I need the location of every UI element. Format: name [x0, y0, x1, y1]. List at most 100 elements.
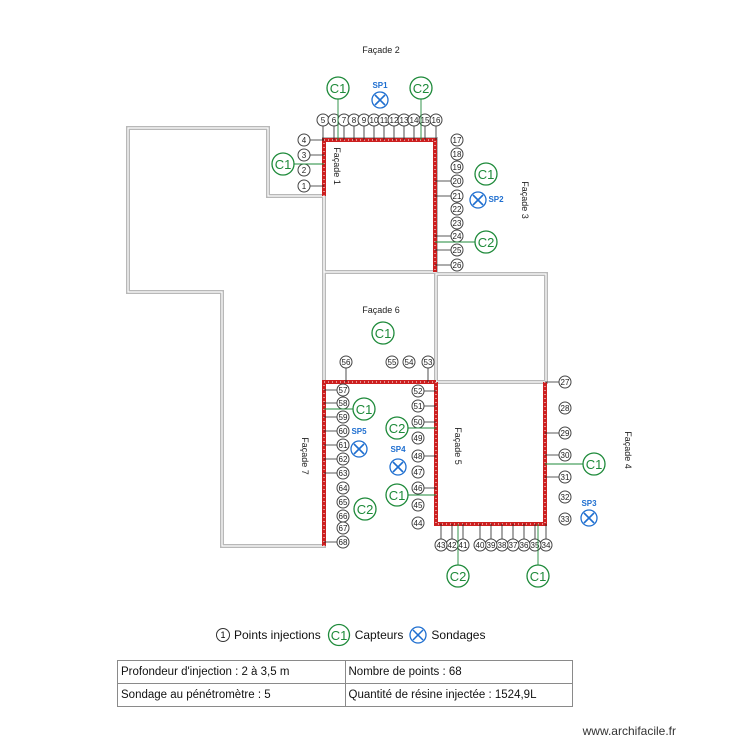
injection-point: 17 [450, 133, 464, 147]
sondage-sp1: SP1 [371, 81, 389, 109]
point-number: 5 [321, 116, 326, 125]
sondage-label: SP2 [488, 195, 504, 204]
sensor-circle [474, 230, 498, 254]
point-number: 10 [370, 116, 379, 125]
injection-point: 39 [484, 538, 498, 552]
building-walls [126, 126, 548, 548]
point-number: 11 [380, 116, 389, 125]
facade-6-label: Façade 6 [362, 305, 400, 315]
facade-3-label: Façade 3 [520, 181, 530, 219]
sensor-circle [352, 397, 376, 421]
sondage-label: SP3 [581, 499, 597, 508]
sensor-text: C2 [413, 81, 430, 96]
facade-1-label: Façade 1 [332, 147, 342, 185]
sondage-label: SP1 [372, 81, 388, 90]
sensor-circle [526, 564, 550, 588]
point-circle [450, 133, 464, 147]
sensor-text: C1 [275, 157, 292, 172]
point-number: 44 [414, 519, 423, 528]
point-number: 36 [520, 541, 529, 550]
sensor: C2 [435, 230, 498, 254]
sondage-cross [353, 443, 365, 455]
point-circle [402, 355, 416, 369]
injection-point: 55 [385, 355, 399, 369]
sensor-text: C1 [586, 457, 603, 472]
point-number: 18 [453, 150, 462, 159]
point-circle [558, 375, 572, 389]
injection-point: 2 [297, 163, 311, 177]
injection-point: 18 [450, 147, 464, 161]
point-circle [411, 516, 425, 530]
point-circle [450, 160, 464, 174]
facade-labels: Façade 2 Façade 1 Façade 3 Façade 6 Faça… [300, 45, 633, 475]
injection-point: 62 [336, 452, 350, 466]
footer-link[interactable]: www.archifacile.fr [582, 724, 676, 738]
depth-cell: Profondeur d'injection : 2 à 3,5 m [117, 660, 346, 684]
injection-point: 61 [336, 438, 350, 452]
injection-point: 4 [297, 133, 311, 147]
sensor: C2 [446, 524, 470, 588]
point-number: 29 [561, 429, 570, 438]
point-circle [450, 243, 464, 257]
injection-point: 30 [558, 448, 572, 462]
sensor-text: C1 [375, 326, 392, 341]
injection-point: 53 [421, 355, 435, 369]
injection-point: 68 [336, 535, 350, 549]
legend-point-number: 1 [220, 630, 225, 640]
point-number: 42 [448, 541, 457, 550]
point-number: 54 [405, 358, 414, 367]
point-number: 57 [339, 386, 348, 395]
point-number: 1 [302, 182, 307, 191]
facade-2-label: Façade 2 [362, 45, 400, 55]
penetrometer-cell: Sondage au pénétromètre : 5 [117, 683, 346, 707]
sensor-text: C1 [389, 488, 406, 503]
point-number: 34 [542, 541, 551, 550]
injection-point: 67 [336, 521, 350, 535]
point-circle [411, 481, 425, 495]
injection-point: 14 [407, 113, 421, 127]
sensor-text: C1 [530, 569, 547, 584]
point-number: 49 [414, 434, 423, 443]
sondage-cross [583, 512, 595, 524]
sensor-icon: C1 [327, 623, 350, 647]
injection-point: 50 [411, 415, 425, 429]
injection-point: 57 [336, 383, 350, 397]
facade-7-label: Façade 7 [300, 437, 310, 475]
point-number: 14 [410, 116, 419, 125]
point-number: 6 [332, 116, 337, 125]
injection-point: 9 [357, 113, 371, 127]
resin-cell: Quantité de résine injectée : 1524,9L [344, 683, 573, 707]
point-circle [434, 538, 448, 552]
injection-point: 31 [558, 470, 572, 484]
sondage-icon [409, 626, 428, 644]
point-number: 2 [302, 166, 307, 175]
point-number: 15 [421, 116, 430, 125]
sensor-text: C1 [478, 167, 495, 182]
point-number: 64 [339, 484, 348, 493]
point-circle [450, 216, 464, 230]
injection-point: 16 [429, 113, 443, 127]
point-circle [411, 399, 425, 413]
sensor: C1 [371, 321, 395, 345]
point-circle [558, 401, 572, 415]
point-circle [473, 538, 487, 552]
injection-point: 34 [539, 538, 553, 552]
sensor: C2 [385, 416, 436, 440]
point-number: 19 [453, 163, 462, 172]
point-circle [297, 179, 311, 193]
injection-point: 65 [336, 495, 350, 509]
point-number: 21 [453, 192, 462, 201]
point-number: 13 [400, 116, 409, 125]
sensor: C1 [385, 483, 436, 507]
sensor-circle [409, 76, 433, 100]
point-circle [297, 148, 311, 162]
sensor-circle [385, 483, 409, 507]
sensor: C1 [326, 76, 350, 140]
point-number: 35 [531, 541, 540, 550]
point-circle [336, 481, 350, 495]
info-table: Profondeur d'injection : 2 à 3,5 m Nombr… [117, 660, 573, 707]
injection-point: 60 [336, 424, 350, 438]
sondage-cross [392, 461, 404, 473]
injection-point: 19 [450, 160, 464, 174]
